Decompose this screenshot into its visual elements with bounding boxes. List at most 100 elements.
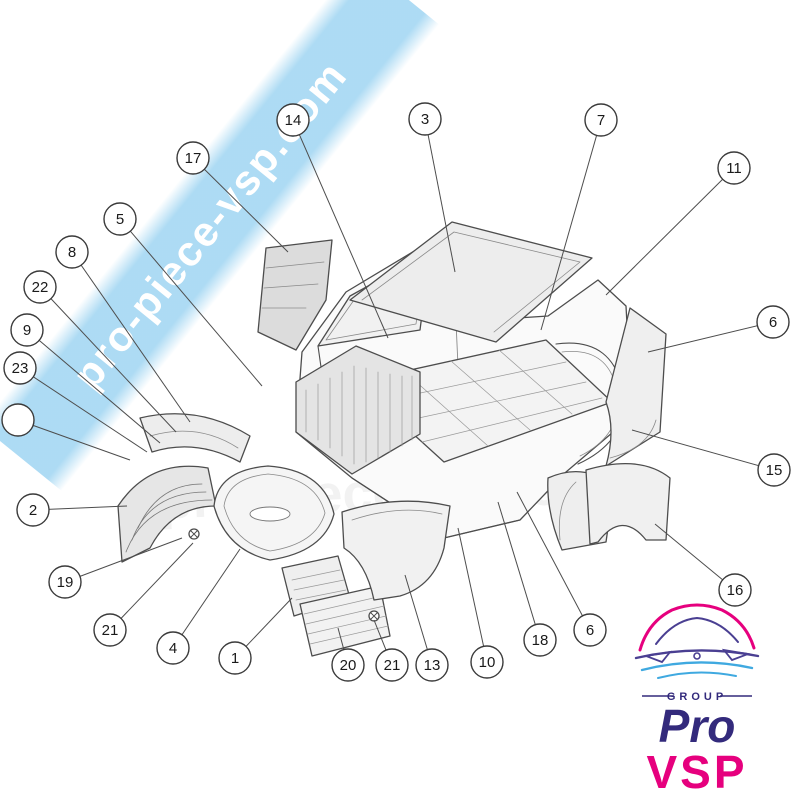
callout-21[interactable]: 21 <box>375 648 409 682</box>
callout-label: 21 <box>384 657 401 674</box>
callout-layer: 14 3 7 17 11 5 8 22 9 6 23 12 15 2 19 16 21 4 1 20 21 13 10 18 6 <box>1 102 791 682</box>
screw-icon-grille <box>368 610 380 622</box>
leader-line-3 <box>424 118 456 273</box>
callout-label: 9 <box>23 322 31 339</box>
callout-circle[interactable] <box>23 270 57 304</box>
callout-circle-highlighted[interactable] <box>1 403 35 437</box>
logo-headlight-left <box>642 650 673 664</box>
leader-line-12 <box>17 419 131 461</box>
provsp-logo: GROUP Pro VSP <box>634 603 760 798</box>
rear-fender <box>585 462 671 545</box>
callout-4[interactable]: 4 <box>156 631 190 665</box>
callout-circle[interactable] <box>375 648 409 682</box>
callout-label: 5 <box>116 211 124 228</box>
logo-car-roof-line <box>638 603 756 652</box>
callout-12[interactable]: 12 <box>1 403 35 437</box>
callout-circle[interactable] <box>3 351 37 385</box>
leader-line-5 <box>119 218 263 387</box>
callout-label: 1 <box>231 650 239 667</box>
callout-circle[interactable] <box>718 573 752 607</box>
leader-line-4 <box>172 548 241 649</box>
callout-circle[interactable] <box>415 648 449 682</box>
callout-circle[interactable] <box>156 631 190 665</box>
callout-label: 15 <box>766 462 783 479</box>
callout-14[interactable]: 14 <box>276 103 310 137</box>
leader-line-6 <box>647 321 774 353</box>
callout-label: 23 <box>12 360 29 377</box>
callout-circle[interactable] <box>470 645 504 679</box>
callout-circle[interactable] <box>176 141 210 175</box>
callout-circle[interactable] <box>276 103 310 137</box>
logo-car-outline <box>634 603 760 679</box>
callout-circle[interactable] <box>48 565 82 599</box>
callout-5[interactable]: 5 <box>103 202 137 236</box>
leader-line-14 <box>292 119 389 339</box>
logo-vsp-text: VSP <box>646 746 747 798</box>
logo-bumper-lower-line <box>657 671 737 679</box>
callout-7[interactable]: 7 <box>584 103 618 137</box>
callout-circle[interactable] <box>408 102 442 136</box>
leader-line-6 <box>516 491 591 631</box>
callout-label: 17 <box>185 150 202 167</box>
callout-18[interactable]: 18 <box>523 623 557 657</box>
callout-8[interactable]: 8 <box>55 235 89 269</box>
callout-19[interactable]: 19 <box>48 565 82 599</box>
leader-line-7 <box>540 119 602 331</box>
callout-circle[interactable] <box>16 493 50 527</box>
callout-circle[interactable] <box>331 648 365 682</box>
callout-circle[interactable] <box>584 103 618 137</box>
callout-circle[interactable] <box>573 613 607 647</box>
callout-label: 10 <box>479 654 496 671</box>
callout-9[interactable]: 9 <box>10 313 44 347</box>
callout-1[interactable]: 1 <box>218 641 252 675</box>
callout-label: 18 <box>532 632 549 649</box>
callout-3[interactable]: 3 <box>408 102 442 136</box>
callout-label: 21 <box>102 622 119 639</box>
callout-circle[interactable] <box>93 613 127 647</box>
callout-10[interactable]: 10 <box>470 645 504 679</box>
callout-label: 2 <box>29 502 37 519</box>
callout-17[interactable]: 17 <box>176 141 210 175</box>
callout-circle[interactable] <box>717 151 751 185</box>
callout-circle[interactable] <box>55 235 89 269</box>
callout-6[interactable]: 6 <box>573 613 607 647</box>
callout-circle[interactable] <box>218 641 252 675</box>
roof-panel <box>349 221 593 343</box>
inner-fender-bracket <box>139 413 251 463</box>
leader-line-23 <box>19 367 148 453</box>
callout-circle[interactable] <box>103 202 137 236</box>
callout-15[interactable]: 15 <box>757 453 791 487</box>
front-bulkhead-panel <box>295 345 421 475</box>
callout-label: 8 <box>68 244 76 261</box>
leader-line-19 <box>64 537 183 583</box>
leader-line-17 <box>192 157 289 253</box>
logo-emblem-dot <box>693 652 701 660</box>
callout-6[interactable]: 6 <box>756 305 790 339</box>
logo-car-windshield-line <box>655 616 739 645</box>
callout-label: 16 <box>727 582 744 599</box>
callout-label: 6 <box>769 314 777 331</box>
callout-label: 13 <box>424 657 441 674</box>
callout-label: 20 <box>340 657 357 674</box>
callout-13[interactable]: 13 <box>415 648 449 682</box>
callout-label: 7 <box>597 112 605 129</box>
callout-circle[interactable] <box>757 453 791 487</box>
hood-panel <box>213 465 335 561</box>
callout-circle[interactable] <box>10 313 44 347</box>
callout-20[interactable]: 20 <box>331 648 365 682</box>
callout-21[interactable]: 21 <box>93 613 127 647</box>
left-quarter-panel <box>257 239 333 351</box>
callout-label: 19 <box>57 574 74 591</box>
callout-16[interactable]: 16 <box>718 573 752 607</box>
logo-headlight-right <box>721 648 752 662</box>
callout-circle[interactable] <box>523 623 557 657</box>
callout-circle[interactable] <box>756 305 790 339</box>
callout-label: 12 <box>10 412 27 429</box>
callout-11[interactable]: 11 <box>717 151 751 185</box>
callout-2[interactable]: 2 <box>16 493 50 527</box>
leader-line-8 <box>71 251 191 423</box>
callout-22[interactable]: 22 <box>23 270 57 304</box>
leader-line-9 <box>26 329 161 444</box>
callout-23[interactable]: 23 <box>3 351 37 385</box>
